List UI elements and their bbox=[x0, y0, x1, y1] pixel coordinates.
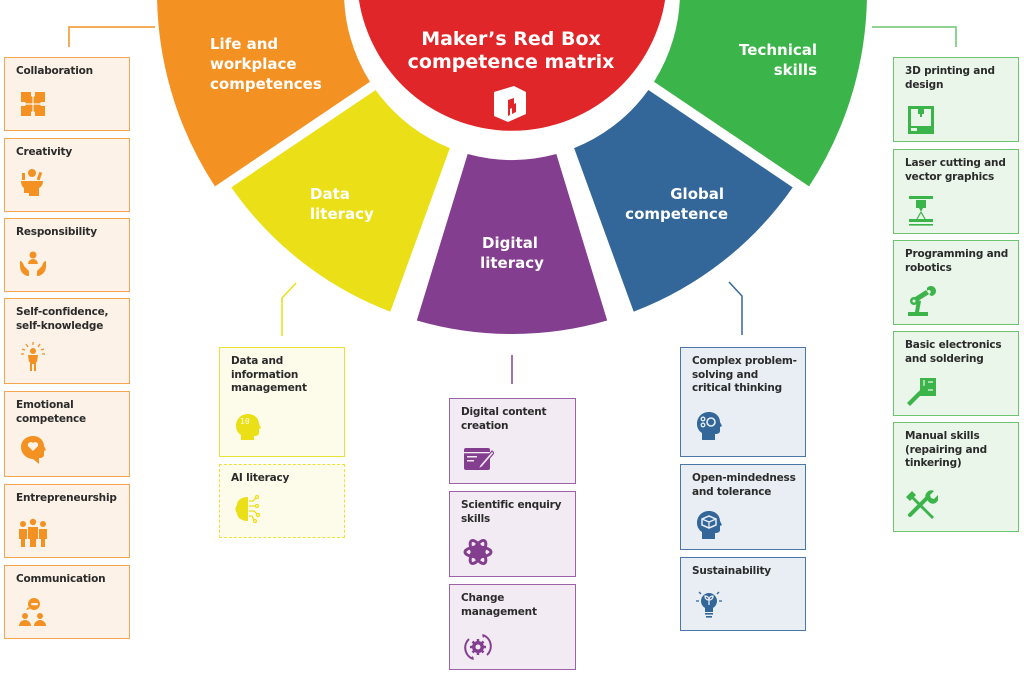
lightbulb-leaf-icon bbox=[696, 591, 722, 618]
card-emotional-competence[interactable]: Emotional competence bbox=[4, 391, 130, 477]
center-title-semicircle bbox=[358, 0, 666, 131]
segment-global-label-2: competence bbox=[625, 205, 728, 223]
card-label: Collaboration bbox=[16, 65, 93, 77]
connector-technical bbox=[872, 26, 957, 47]
segment-global-competence[interactable] bbox=[574, 90, 793, 312]
people-speech-icon bbox=[19, 598, 46, 626]
card-label: 3D printing and design bbox=[905, 65, 995, 91]
card-basic-electronics[interactable]: Basic electronics and soldering bbox=[893, 331, 1019, 416]
card-complex-problem-solving[interactable]: Complex problem-solving and critical thi… bbox=[680, 347, 806, 457]
segment-technical-label-1: Technical bbox=[739, 41, 817, 59]
card-label: Manual skills (repairing and tinkering) bbox=[905, 430, 987, 469]
connector-global bbox=[728, 281, 743, 335]
wrench-screwdriver-icon bbox=[906, 490, 938, 519]
card-label: Digital content creation bbox=[461, 406, 547, 432]
card-collaboration[interactable]: Collaboration bbox=[4, 57, 130, 131]
head-box-icon bbox=[697, 511, 722, 539]
card-programming-robotics[interactable]: Programming and robotics bbox=[893, 240, 1019, 325]
segment-life-and-workplace[interactable] bbox=[157, 0, 370, 187]
title-line-2: competence matrix bbox=[408, 51, 615, 73]
head-lightbulb-icon bbox=[21, 169, 43, 196]
card-label: Sustainability bbox=[692, 565, 771, 577]
card-entrepreneurship[interactable]: Entrepreneurship bbox=[4, 484, 130, 558]
connector-data bbox=[281, 282, 297, 336]
card-label: Entrepreneurship bbox=[16, 492, 117, 504]
radiant-person-icon bbox=[21, 342, 45, 371]
segment-life-label-1: Life and bbox=[210, 35, 278, 53]
head-binary-icon: 10 bbox=[236, 414, 261, 440]
card-label: Emotional competence bbox=[16, 399, 86, 425]
card-communication[interactable]: Communication bbox=[4, 565, 130, 639]
card-data-information-management[interactable]: Data and information management 10 bbox=[219, 347, 345, 457]
segment-technical-skills[interactable] bbox=[654, 0, 867, 187]
card-label: Change management bbox=[461, 592, 537, 618]
card-manual-skills[interactable]: Manual skills (repairing and tinkering) bbox=[893, 422, 1019, 532]
laser-cutter-icon bbox=[909, 196, 933, 226]
card-label: Programming and robotics bbox=[905, 248, 1009, 274]
segment-life-label-2: workplace bbox=[210, 55, 297, 73]
card-3d-printing[interactable]: 3D printing and design bbox=[893, 57, 1019, 142]
segment-global-label-1: Global bbox=[670, 185, 724, 203]
card-label: Scientific enquiry skills bbox=[461, 499, 562, 525]
brain-circuit-icon bbox=[235, 494, 261, 524]
segment-digital-label-1: Digital bbox=[482, 234, 538, 252]
robot-arm-icon bbox=[908, 286, 936, 316]
head-gears-icon bbox=[697, 412, 722, 440]
card-label: Basic electronics and soldering bbox=[905, 339, 1002, 365]
3d-printer-icon bbox=[908, 106, 934, 134]
connector-life bbox=[68, 26, 155, 47]
card-responsibility[interactable]: Responsibility bbox=[4, 218, 130, 292]
title-line-1: Maker’s Red Box bbox=[421, 28, 601, 50]
segment-data-literacy[interactable] bbox=[231, 90, 450, 312]
card-ai-literacy[interactable]: AI literacy bbox=[219, 464, 345, 538]
card-scientific-enquiry[interactable]: Scientific enquiry skills bbox=[449, 491, 576, 577]
card-label: Open-mindedness and tolerance bbox=[692, 472, 796, 498]
red-box-cube-icon bbox=[494, 86, 526, 122]
segment-data-label-1: Data bbox=[310, 185, 350, 203]
segment-digital-label-2: literacy bbox=[480, 254, 544, 272]
card-self-confidence[interactable]: Self-confidence, self-knowledge bbox=[4, 298, 130, 384]
card-label: Complex problem-solving and critical thi… bbox=[692, 355, 797, 394]
head-heart-icon bbox=[21, 436, 46, 464]
window-pen-icon bbox=[464, 448, 494, 471]
segment-life-label-3: competences bbox=[210, 75, 322, 93]
card-laser-cutting[interactable]: Laser cutting and vector graphics bbox=[893, 149, 1019, 234]
card-sustainability[interactable]: Sustainability bbox=[680, 557, 806, 631]
card-open-mindedness[interactable]: Open-mindedness and tolerance bbox=[680, 464, 806, 550]
puzzle-icon bbox=[21, 92, 45, 116]
card-change-management[interactable]: Change management bbox=[449, 584, 576, 670]
card-label: AI literacy bbox=[231, 472, 290, 484]
soldering-iron-icon bbox=[907, 378, 936, 406]
gear-cycle-icon bbox=[464, 634, 492, 660]
card-label: Self-confidence, self-knowledge bbox=[16, 306, 109, 332]
segment-data-label-2: literacy bbox=[310, 205, 374, 223]
svg-text:10: 10 bbox=[240, 417, 250, 426]
card-creativity[interactable]: Creativity bbox=[4, 138, 130, 212]
card-label: Laser cutting and vector graphics bbox=[905, 157, 1006, 183]
team-icon bbox=[19, 518, 47, 547]
card-digital-content-creation[interactable]: Digital content creation bbox=[449, 398, 576, 484]
card-label: Data and information management bbox=[231, 355, 307, 394]
card-label: Creativity bbox=[16, 146, 73, 158]
segment-technical-label-2: skills bbox=[774, 61, 817, 79]
atom-icon bbox=[463, 538, 493, 566]
card-label: Communication bbox=[16, 573, 106, 585]
card-label: Responsibility bbox=[16, 226, 97, 238]
segment-digital-literacy[interactable] bbox=[416, 154, 608, 335]
hands-person-icon bbox=[20, 251, 46, 276]
